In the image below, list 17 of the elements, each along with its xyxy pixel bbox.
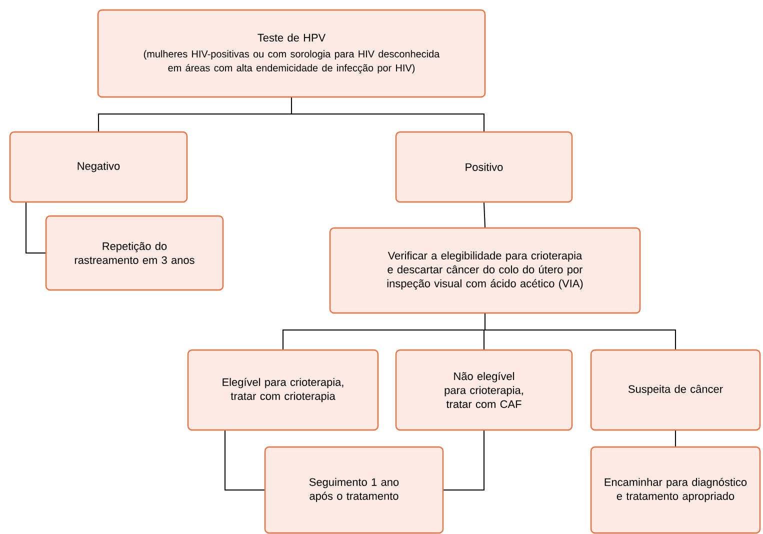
connector-line [224,430,265,490]
connector-line [484,202,486,228]
connector-line [291,97,484,132]
process-box: Suspeita de câncer [590,349,761,431]
process-box: Encaminhar para diagnóstico e tratamento apropriado [590,446,761,534]
process-box: Positivo [395,131,573,203]
connector-line [443,430,484,490]
process-box: Verificar a elegibilidade para crioterapia e descartar câncer do colo do útero por inspeção visual com ácido acético (VIA) [329,227,641,314]
process-box: Negativo [9,131,188,203]
connector-line [26,202,46,254]
connector-line [675,430,676,447]
connector-line [484,313,676,350]
process-box: Repetição do rastreamento em 3 anos [45,215,224,291]
process-box: Teste de HPV (mulheres HIV-positivas ou com sorologia para HIV desconhecida em áreas com alta endemicidade de infecção por HIV) [97,9,486,98]
process-box: Elegível para crioterapia, tratar com crioterapia [187,349,379,431]
process-box: Seguimento 1 ano após o tratamento [264,446,444,534]
process-box: Não elegível para crioterapia, tratar com CAF [395,349,573,431]
